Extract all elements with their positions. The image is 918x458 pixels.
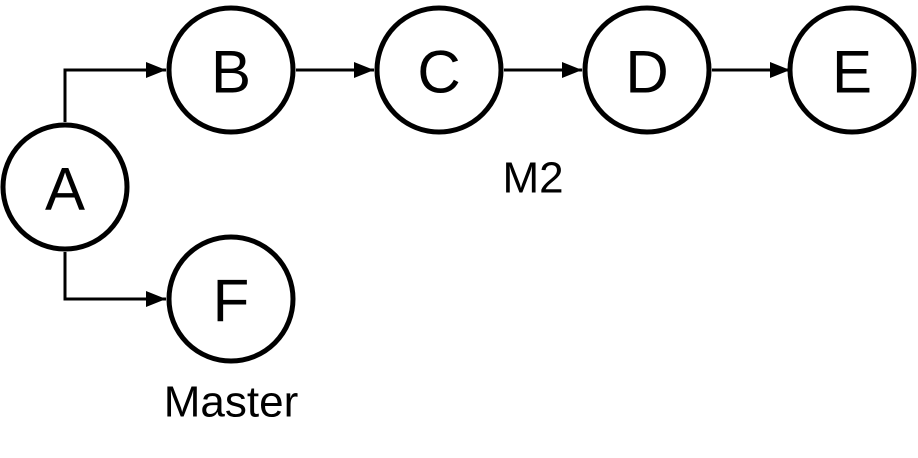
commit-node-d-label: D bbox=[625, 39, 668, 106]
commit-node-e: E bbox=[787, 5, 917, 135]
commit-node-f-label: F bbox=[213, 268, 250, 335]
commit-node-d: D bbox=[582, 5, 712, 135]
edge-a-to-f bbox=[63, 252, 166, 307]
commit-node-d-circle bbox=[582, 5, 712, 135]
commit-node-e-label: E bbox=[832, 39, 872, 106]
commit-node-c-label: C bbox=[417, 39, 460, 106]
branch-label-m2: M2 bbox=[502, 154, 563, 203]
commit-node-c: C bbox=[374, 5, 504, 135]
commit-node-a-label: A bbox=[45, 156, 85, 223]
commit-node-a-circle bbox=[0, 122, 130, 252]
edges bbox=[63, 62, 790, 307]
commit-node-f-circle bbox=[166, 234, 296, 364]
commit-node-f: F bbox=[166, 234, 296, 364]
branch-label-master: Master bbox=[164, 378, 298, 427]
edge-a-to-b bbox=[63, 62, 166, 122]
commit-node-e-circle bbox=[787, 5, 917, 135]
commit-node-b-circle bbox=[166, 5, 296, 135]
commit-node-c-circle bbox=[374, 5, 504, 135]
commit-node-a: A bbox=[0, 122, 130, 252]
commit-node-b-label: B bbox=[211, 39, 251, 106]
commit-node-b: B bbox=[166, 5, 296, 135]
